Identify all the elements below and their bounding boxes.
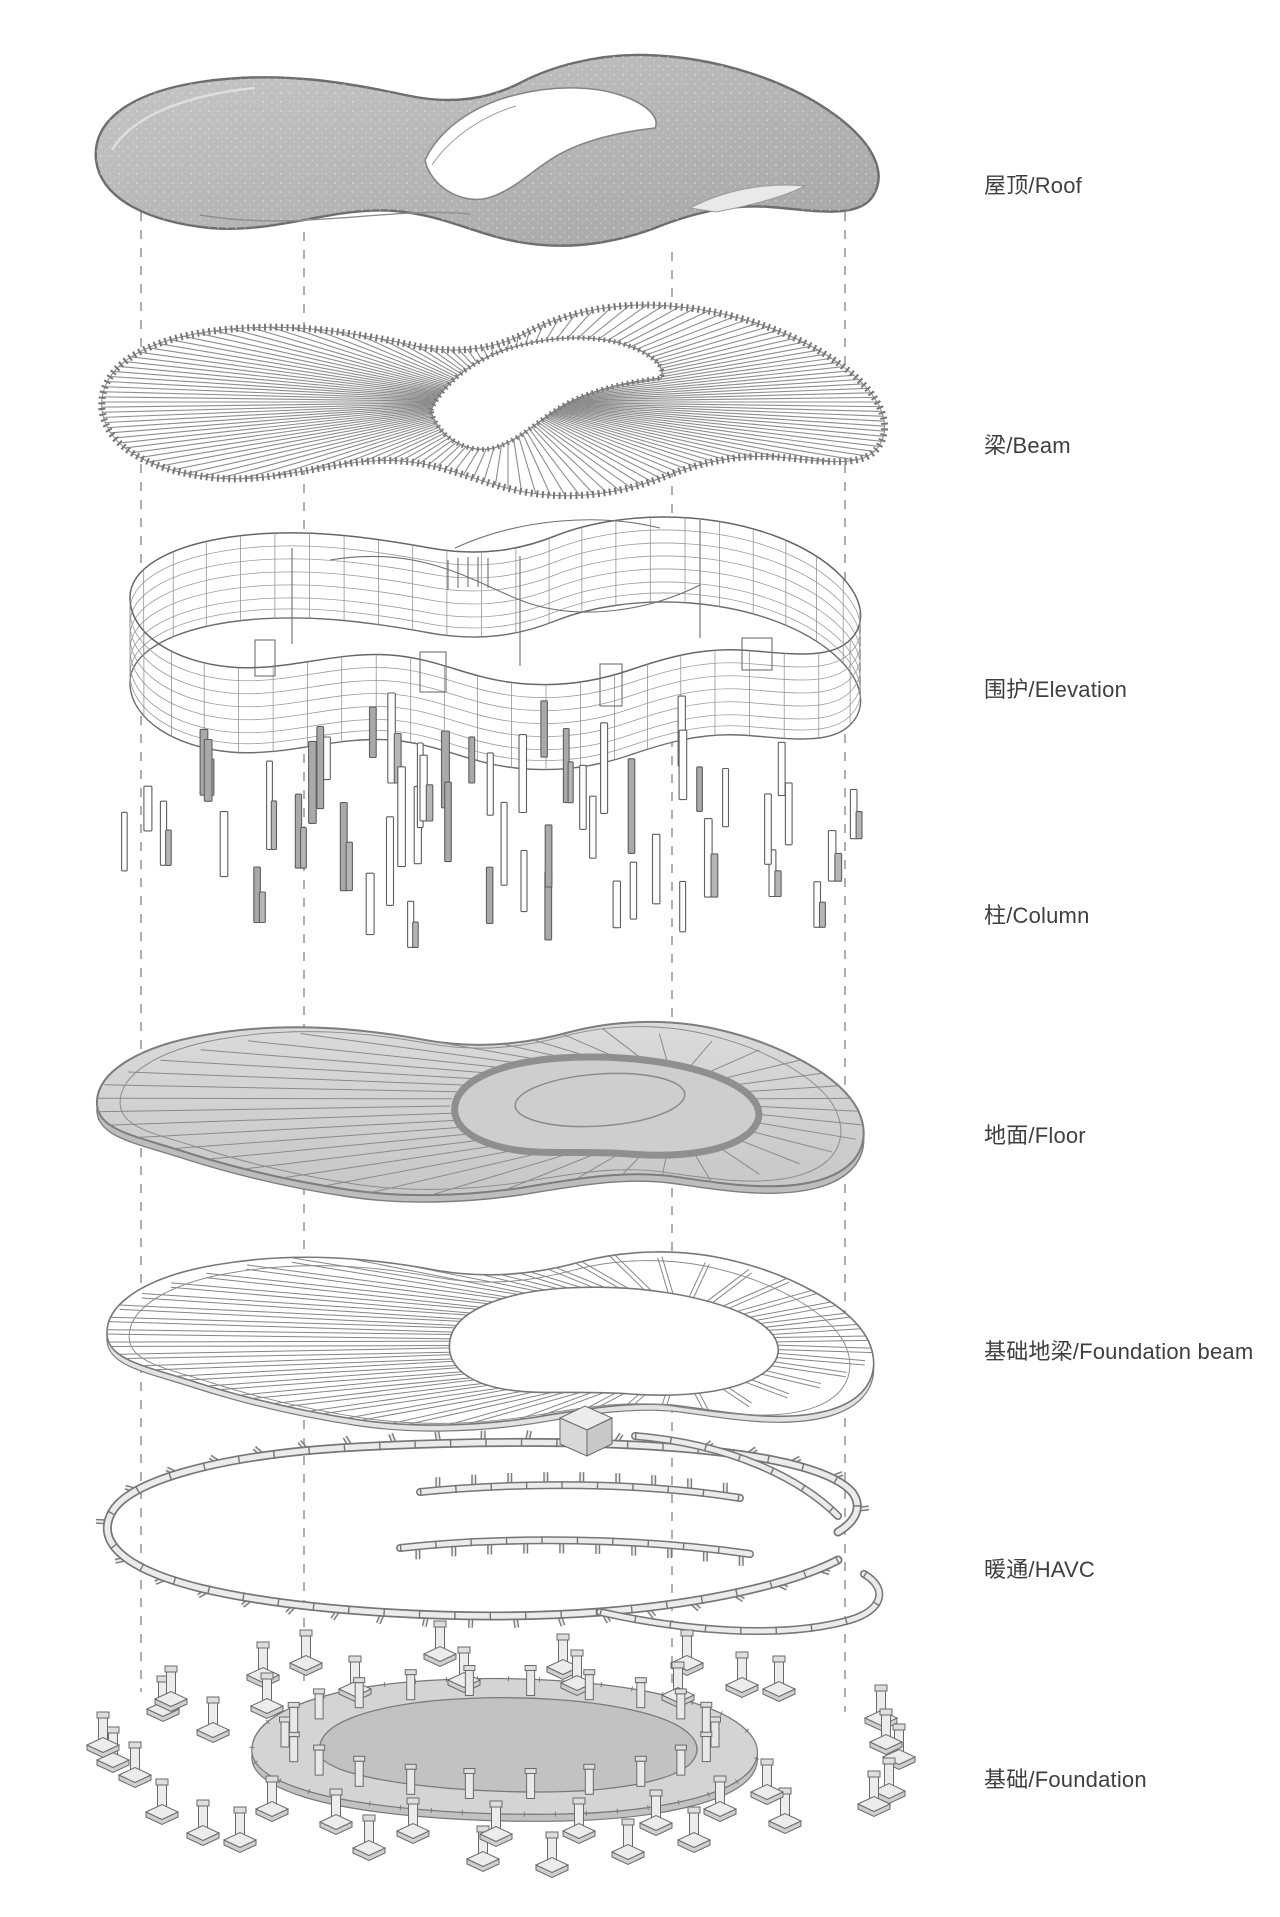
column-layer — [121, 692, 863, 948]
elevation-layer — [129, 516, 862, 771]
foundation-beam-layer — [106, 1251, 875, 1432]
layer-label-floor: 地面/Floor — [984, 1123, 1086, 1148]
floor-layer — [95, 1020, 865, 1203]
layer-label-column: 柱/Column — [984, 903, 1090, 928]
foundation-layer — [85, 1620, 917, 1879]
layer-label-foundation: 基础/Foundation — [984, 1767, 1147, 1792]
layer-label-beam: 梁/Beam — [984, 433, 1071, 458]
layer-label-roof: 屋顶/Roof — [984, 173, 1082, 198]
hvac-layer — [95, 1405, 884, 1636]
layer-label-foundation-beam: 基础地梁/Foundation beam — [984, 1339, 1254, 1364]
layer-label-hvac: 暖通/HAVC — [984, 1557, 1096, 1582]
beam-layer — [8, 257, 1008, 547]
layer-label-elevation: 围护/Elevation — [984, 677, 1128, 702]
roof-layer — [94, 53, 880, 247]
